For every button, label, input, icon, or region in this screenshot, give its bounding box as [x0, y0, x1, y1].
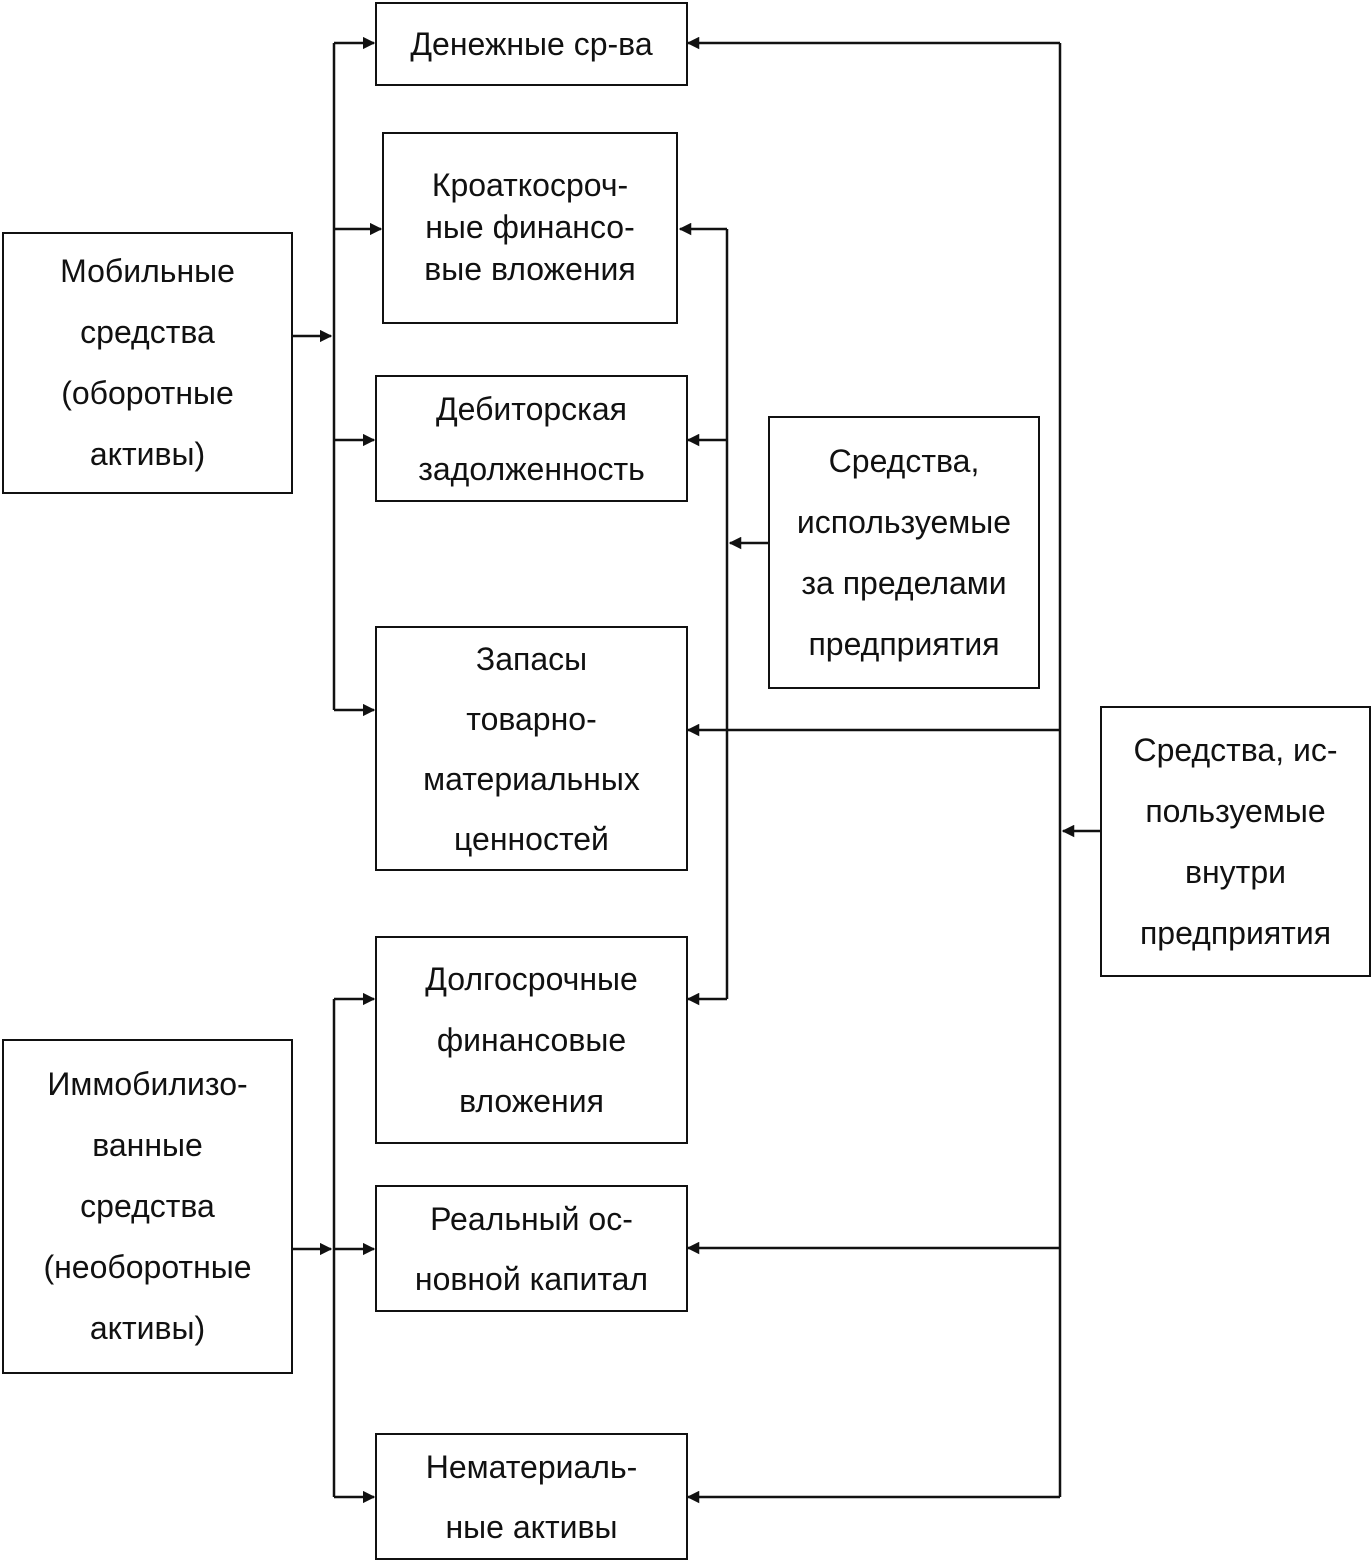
box-label-line: Мобильные — [60, 253, 235, 289]
receivables-box: Дебиторская задолженность — [375, 375, 688, 502]
internal-funds-box: Средства, ис-пользуемые внутри предприятия — [1100, 706, 1371, 977]
box-label-line: Долгосрочные — [425, 960, 638, 997]
fixed-capital-box: Реальный ос-новной капитал — [375, 1185, 688, 1312]
box-label-line: (необоротные — [43, 1249, 252, 1285]
box-label-line: новной капитал — [414, 1260, 649, 1297]
box-label-line: Реальный ос- — [430, 1200, 633, 1237]
immobilized-assets-box: Иммобилизо-ванные средства (необоротные акт… — [2, 1039, 293, 1374]
box-label-line: ванные — [92, 1127, 203, 1163]
box-label-line: активы) — [89, 436, 206, 472]
box-label-line: вые вложения — [424, 251, 636, 287]
box-label-line: Иммобилизо- — [47, 1066, 248, 1102]
box-label-line: товарно- — [466, 700, 597, 737]
box-label-line: материальных — [423, 760, 640, 797]
box-label-line: предприятия — [1139, 914, 1332, 951]
box-label-line: вложения — [459, 1082, 604, 1119]
box-label-line: Запасы — [475, 640, 588, 677]
box-label-line: за пределами — [801, 564, 1007, 601]
box-label-line: активы) — [89, 1310, 206, 1346]
box-label-line: ные активы — [445, 1508, 618, 1545]
short-term-investments-box: Кроаткосроч-ные финансо-вые вложения — [382, 132, 678, 324]
cash-box: Денежные ср-ва — [375, 2, 688, 86]
box-label-line: финансовые — [436, 1021, 627, 1058]
box-label-line: задолженность — [418, 450, 645, 487]
box-label-line: используемые — [796, 503, 1012, 540]
inventory-box: Запасы товарно-материальных ценностей — [375, 626, 688, 871]
box-label-line: Дебиторская — [435, 390, 627, 427]
box-label-line: пользуемые — [1145, 792, 1326, 829]
long-term-investments-box: Долгосрочные финансовые вложения — [375, 936, 688, 1144]
box-label-line: ные финансо- — [425, 209, 635, 245]
box-label-line: Кроаткосроч- — [431, 167, 629, 203]
intangible-assets-box: Нематериаль-ные активы — [375, 1433, 688, 1560]
box-label-line: средства — [80, 314, 215, 350]
box-label-line: (оборотные — [61, 375, 234, 411]
box-label-line: Денежные ср-ва — [410, 26, 653, 62]
box-label-line: ценностей — [454, 820, 609, 857]
box-label-line: предприятия — [808, 625, 1000, 662]
external-funds-box: Средства, используемые за пределами предпри… — [768, 416, 1040, 689]
box-label-line: средства — [80, 1188, 215, 1224]
box-label-line: Нематериаль- — [425, 1448, 638, 1485]
mobile-assets-box: Мобильные средства (оборотные активы) — [2, 232, 293, 494]
box-label-line: Средства, — [828, 442, 980, 479]
box-label-line: внутри — [1184, 853, 1286, 890]
box-label-line: Средства, ис- — [1133, 731, 1338, 768]
